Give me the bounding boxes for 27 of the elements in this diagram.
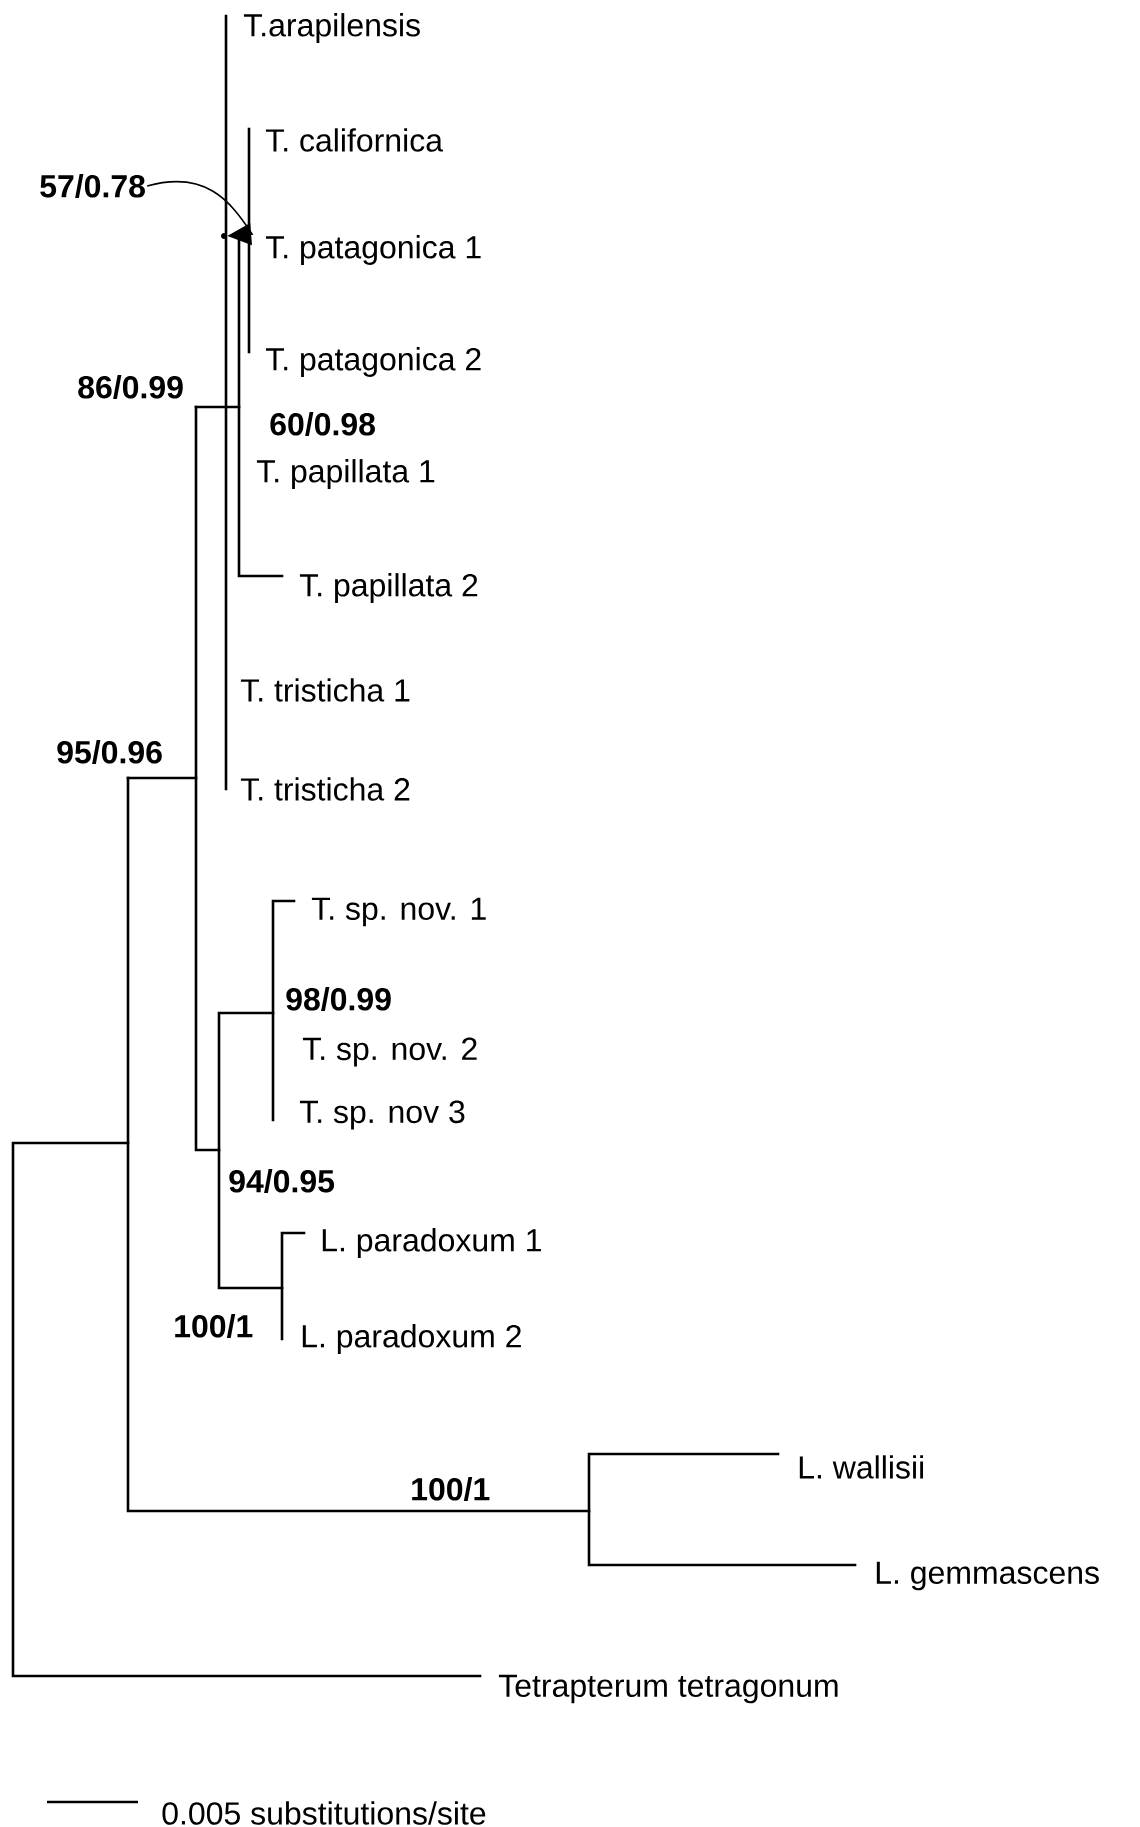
taxon-label: T.arapilensis [243, 13, 420, 43]
taxon-label: T. sp. nov 3 [299, 1100, 465, 1130]
support-value: 95/0.96 [57, 740, 162, 764]
taxon-label: T. papillata 2 [299, 573, 478, 603]
support-value: 60/0.98 [270, 412, 375, 436]
support-value: 100/1 [412, 1477, 490, 1501]
support-value: 100/1 [175, 1314, 253, 1338]
taxon-label: T. tristicha 1 [240, 678, 410, 702]
leader-line [146, 180, 253, 246]
branch-node [221, 233, 227, 239]
support-value: 98/0.99 [286, 987, 391, 1011]
taxon-label: L. gemmascens [876, 1561, 1099, 1591]
taxon-label: T. patagonica 2 [265, 347, 481, 377]
taxon-label: T. papillata 1 [256, 459, 435, 489]
taxon-label: T. patagonica 1 [265, 235, 481, 265]
support-value: 57/0.78 [40, 174, 145, 198]
taxon-label: T. sp. nov. 1 [311, 897, 486, 927]
taxon-label: T. sp. nov. 2 [302, 1037, 477, 1067]
taxon-label: L. paradoxum 2 [302, 1324, 521, 1354]
taxon-label: L. wallisii [799, 1455, 924, 1479]
taxon-label: T. californica [265, 128, 443, 152]
support-value: 86/0.99 [78, 375, 183, 399]
scale-label: 0.005 substitutions/site [162, 1801, 486, 1825]
taxon-label: Tetrapterum tetragonum [498, 1674, 838, 1704]
taxon-label: L. paradoxum 1 [322, 1228, 541, 1258]
support-value: 94/0.95 [229, 1169, 335, 1193]
taxon-label: T. tristicha 2 [240, 777, 410, 801]
